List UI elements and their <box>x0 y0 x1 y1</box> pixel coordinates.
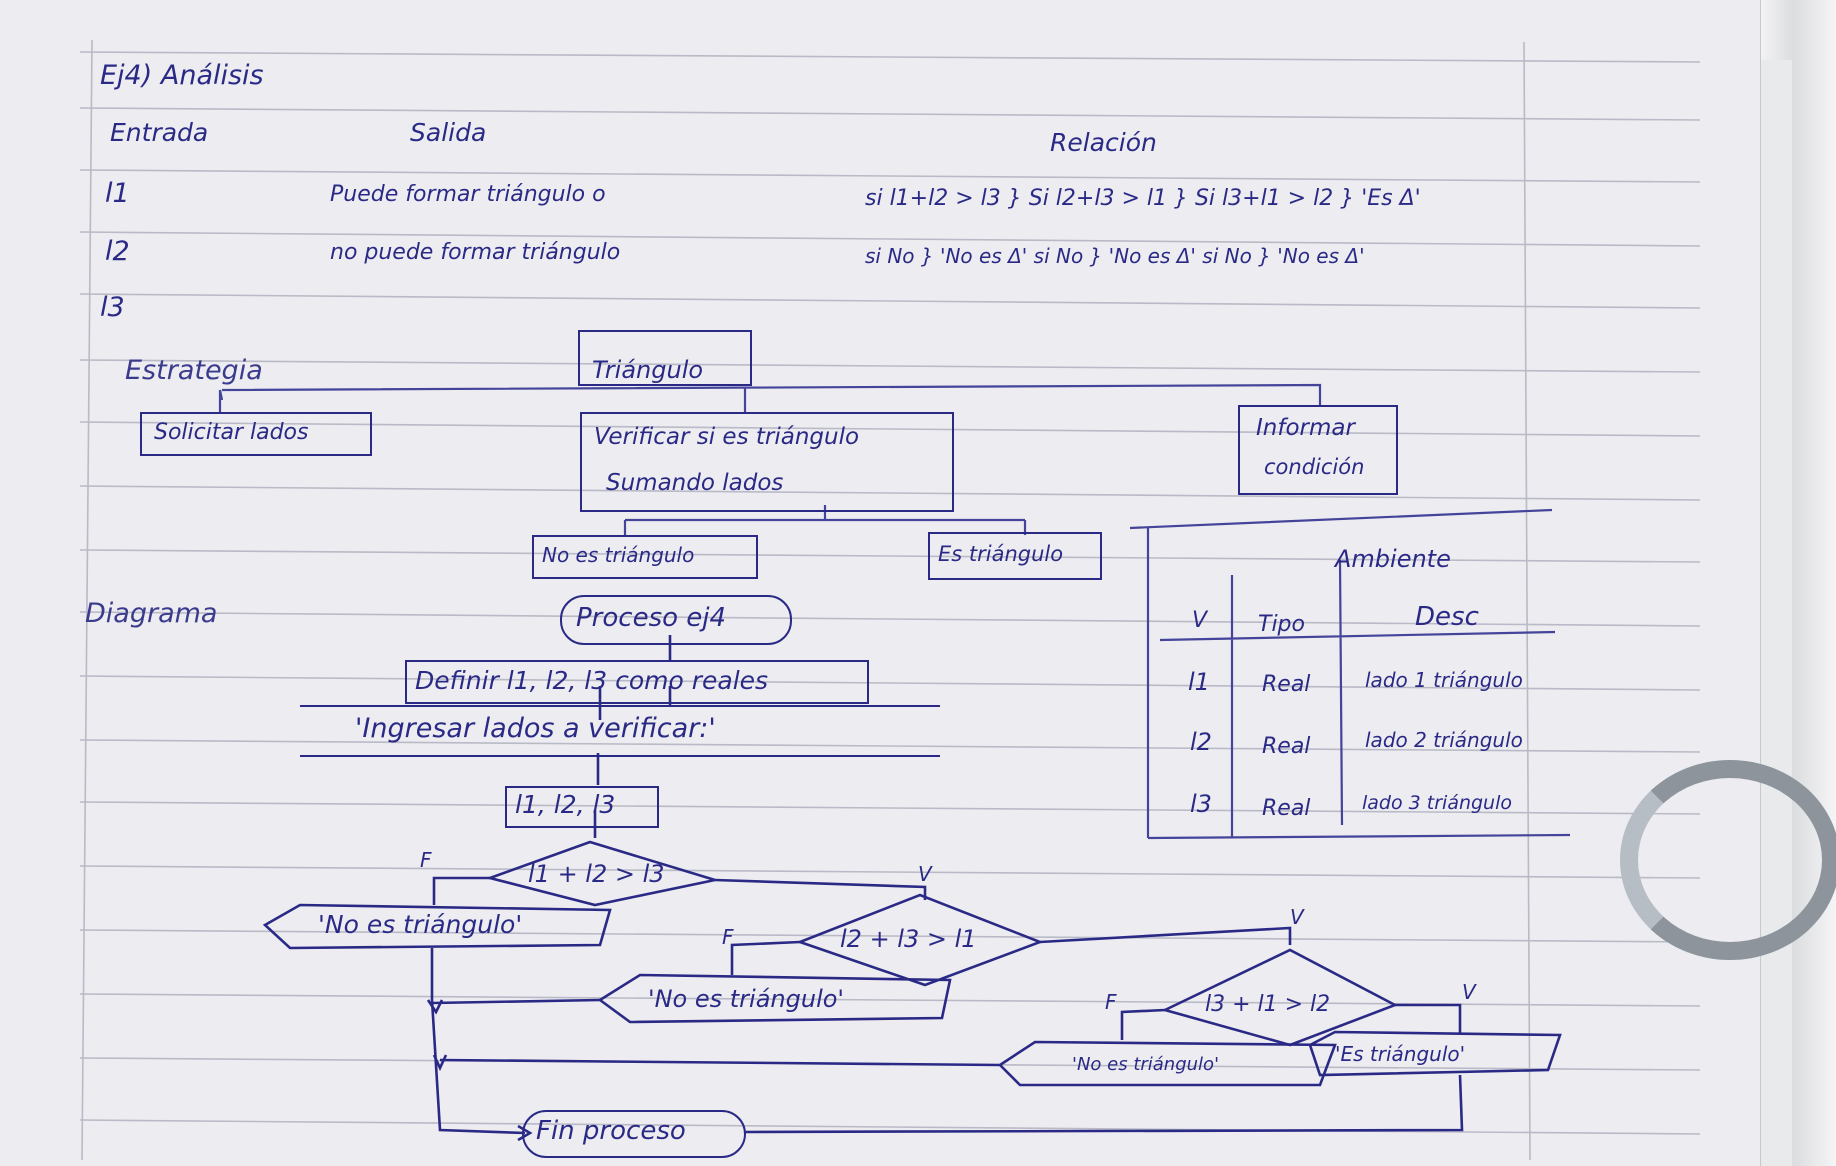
estrategia-root-box: Triángulo <box>578 330 752 386</box>
page-title: Ej4) Análisis <box>100 60 264 91</box>
ambiente-header-tipo: Tipo <box>1258 612 1305 637</box>
ambiente-title: Ambiente <box>1335 545 1451 573</box>
estrategia-informar-box: Informar condición <box>1238 405 1398 495</box>
entrada-l3: l3 <box>100 292 125 323</box>
ruled-lines-and-connectors <box>79 39 1701 1161</box>
relacion-linea-1: si l1+l2 > l3 } Si l2+l3 > l1 } Si l3+l1… <box>865 186 1421 211</box>
estrategia-verificar-text-2: Sumando lados <box>606 470 784 496</box>
flow-v-label: V <box>1462 980 1476 1004</box>
flow-no-es-2-text: 'No es triángulo' <box>648 985 845 1013</box>
flow-f-label: F <box>1105 990 1117 1014</box>
flow-f-label: F <box>722 925 734 949</box>
flow-start-terminal: Proceso ej4 <box>560 595 792 645</box>
flow-no-es-3-text: 'No es triángulo' <box>1072 1054 1220 1075</box>
estrategia-informar-text-2: condición <box>1264 455 1365 479</box>
ambiente-row-v: l1 <box>1188 668 1210 696</box>
salida-1: Puede formar triángulo o <box>330 182 606 207</box>
flow-cond-2-text: l2 + l3 > l1 <box>840 925 977 953</box>
flow-v-label: V <box>918 862 932 886</box>
estrategia-es-text: Es triángulo <box>938 542 1064 566</box>
binder-ring <box>1620 760 1836 960</box>
ambiente-row-desc: lado 3 triángulo <box>1362 792 1513 814</box>
estrategia-solicitar-text: Solicitar lados <box>154 420 309 445</box>
entrada-l2: l2 <box>105 236 130 267</box>
ambiente-row-v: l2 <box>1190 728 1212 756</box>
relacion-linea-2: si No } 'No es Δ' si No } 'No es Δ' si N… <box>865 244 1365 268</box>
entrada-l1: l1 <box>105 178 130 209</box>
entrada-label: Entrada <box>110 118 209 147</box>
ambiente-row-desc: lado 2 triángulo <box>1365 728 1523 752</box>
estrategia-root-text: Triángulo <box>592 356 704 384</box>
estrategia-es-box: Es triángulo <box>928 532 1102 580</box>
estrategia-no-es-box: No es triángulo <box>532 535 758 579</box>
salida-2: no puede formar triángulo <box>330 240 621 265</box>
salida-label: Salida <box>410 118 487 147</box>
flow-v-label: V <box>1290 905 1304 929</box>
ambiente-row-tipo: Real <box>1262 796 1311 821</box>
flow-f-label: F <box>420 848 432 872</box>
flow-end-text: Fin proceso <box>536 1116 686 1146</box>
estrategia-verificar-box: Verificar si es triángulo Sumando lados <box>580 412 954 512</box>
estrategia-no-es-text: No es triángulo <box>542 543 695 567</box>
ambiente-header-v: V <box>1192 608 1208 633</box>
relacion-label: Relación <box>1050 128 1157 157</box>
flow-input-prompt-text: 'Ingresar lados a verificar:' <box>355 713 716 744</box>
ambiente-row-desc: lado 1 triángulo <box>1365 668 1523 692</box>
flow-cond-1-text: l1 + l2 > l3 <box>528 860 665 888</box>
flow-es-text: 'Es triángulo' <box>1335 1042 1466 1066</box>
ambiente-header-desc: Desc <box>1415 602 1479 632</box>
ambiente-row-v: l3 <box>1190 790 1212 818</box>
estrategia-verificar-text-1: Verificar si es triángulo <box>594 424 860 450</box>
ambiente-row-tipo: Real <box>1262 734 1311 759</box>
estrategia-solicitar-box: Solicitar lados <box>140 412 372 456</box>
flow-define-box: Definir l1, l2, l3 como reales <box>405 660 869 704</box>
flow-end-terminal: Fin proceso <box>522 1110 746 1158</box>
flow-define-text: Definir l1, l2, l3 como reales <box>415 666 769 695</box>
estrategia-label: Estrategia <box>125 355 263 386</box>
ambiente-row-tipo: Real <box>1262 672 1311 697</box>
notebook-page: Ej4) Análisis Entrada Salida Relación l1… <box>0 0 1761 1166</box>
flow-read-box: l1, l2, l3 <box>505 786 659 828</box>
flow-no-es-1-text: 'No es triángulo' <box>318 910 523 939</box>
flow-input-prompt-shape: 'Ingresar lados a verificar:' <box>300 705 940 757</box>
flow-start-text: Proceso ej4 <box>576 603 727 633</box>
flow-read-text: l1, l2, l3 <box>515 790 616 819</box>
estrategia-informar-text-1: Informar <box>1256 415 1355 441</box>
diagrama-label: Diagrama <box>85 598 218 629</box>
flow-cond-3-text: l3 + l1 > l2 <box>1205 992 1331 1017</box>
